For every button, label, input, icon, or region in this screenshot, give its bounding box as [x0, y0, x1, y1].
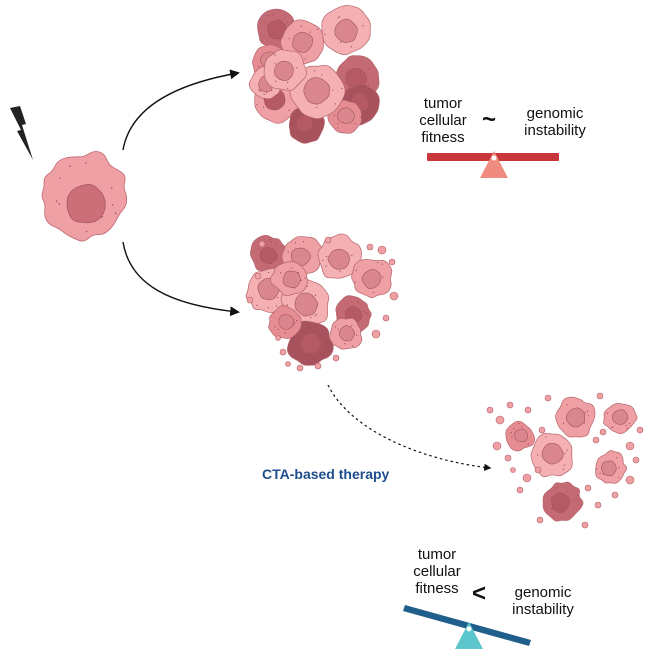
label-line: instability: [512, 601, 574, 618]
tumor-cluster-stable: [248, 5, 380, 144]
tumor-cluster-fragmented: [486, 392, 644, 529]
fragment: [584, 484, 592, 492]
cell: [530, 432, 573, 478]
cell: [595, 450, 628, 484]
fragment: [504, 454, 512, 462]
top-left-label: tumor cellular fitness: [404, 95, 482, 146]
fragment: [506, 401, 514, 409]
fragment: [254, 272, 262, 280]
fragment: [314, 362, 322, 370]
cell: [321, 5, 371, 56]
dotted-arrow-therapy: [327, 384, 492, 471]
fragment: [366, 243, 374, 251]
arrow-to-stable: [122, 69, 240, 151]
balance-beam-bottom: [403, 605, 531, 646]
fragment: [594, 501, 602, 509]
fragment: [246, 296, 254, 304]
lightning-icon: [10, 106, 33, 160]
cell: [351, 259, 393, 298]
fragment: [534, 466, 542, 474]
label-line: cellular: [413, 563, 461, 580]
fragment: [592, 436, 600, 444]
cell: [287, 320, 334, 366]
fragment: [636, 426, 644, 434]
fragment: [332, 354, 340, 362]
fragment: [279, 348, 287, 356]
cell: [263, 49, 307, 91]
fragment: [510, 467, 516, 473]
arrow-to-unstable: [122, 241, 240, 317]
balance-scale-bottom: [403, 605, 531, 649]
fragment: [524, 406, 532, 414]
fragment: [538, 426, 546, 434]
label-line: instability: [524, 122, 586, 139]
fragment: [382, 314, 390, 322]
cell: [270, 261, 308, 297]
fragment: [516, 486, 524, 494]
fragment: [596, 392, 604, 400]
bottom-balance-symbol: <: [472, 580, 487, 607]
top-right-label: genomic instability: [510, 105, 600, 139]
label-line: tumor: [417, 546, 457, 563]
bottom-left-label: tumor cellular fitness: [398, 546, 476, 597]
cell: [327, 99, 362, 134]
fragment: [544, 394, 552, 402]
tumor-cluster-unstable: [245, 233, 399, 372]
cell: [329, 317, 363, 350]
balance-scale-top: [427, 151, 559, 178]
cell: [505, 420, 535, 452]
fragment: [258, 240, 266, 248]
balance-fulcrum-bottom: [455, 622, 483, 649]
fragment: [486, 406, 494, 414]
single-tumor-cell: [41, 151, 128, 242]
fragment: [275, 335, 281, 341]
fragment: [296, 364, 304, 372]
fragment: [388, 258, 396, 266]
fragment: [522, 473, 532, 483]
therapy-label: CTA-based therapy: [262, 466, 390, 482]
fragment: [495, 415, 505, 425]
fragment: [389, 291, 399, 301]
fragment: [581, 521, 589, 529]
label-line: fitness: [415, 580, 459, 597]
cell: [268, 304, 302, 339]
cell: [555, 396, 596, 438]
balance-fulcrum-top: [480, 151, 508, 178]
top-balance-symbol: ~: [482, 106, 497, 133]
fragment: [285, 361, 291, 367]
fragment: [324, 236, 332, 244]
fragment: [625, 441, 635, 451]
fragment: [611, 491, 619, 499]
label-line: fitness: [421, 129, 465, 146]
label-line: cellular: [419, 112, 467, 129]
label-line: genomic: [514, 584, 572, 601]
fragment: [377, 245, 387, 255]
bottom-right-label: genomic instability: [498, 584, 588, 618]
cell: [317, 233, 362, 279]
cell: [542, 481, 584, 522]
cell: [603, 403, 638, 434]
fragment: [536, 516, 544, 524]
fragment: [632, 456, 640, 464]
label-line: tumor: [423, 95, 463, 112]
cell: [41, 151, 128, 242]
label-line: genomic: [526, 105, 584, 122]
fragment: [371, 329, 381, 339]
fragment: [492, 441, 502, 451]
fragment: [625, 475, 635, 485]
fragment: [599, 428, 607, 436]
